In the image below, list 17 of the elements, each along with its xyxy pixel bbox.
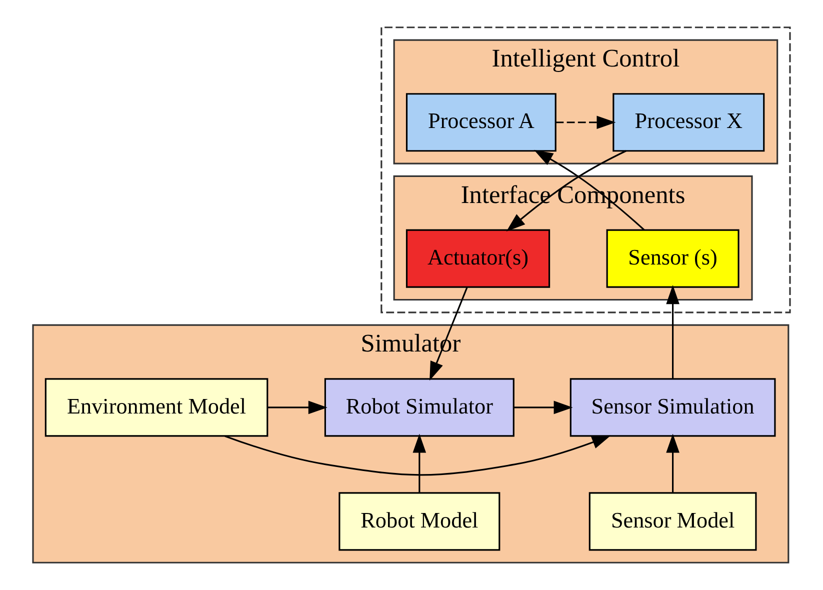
arrow bbox=[224, 435, 611, 476]
node-box: Environment Model bbox=[44, 378, 268, 437]
node-box: Robot Simulator bbox=[324, 378, 514, 437]
arrow bbox=[666, 434, 680, 492]
node-box: Robot Model bbox=[338, 492, 500, 551]
arrow bbox=[514, 400, 573, 414]
cluster bbox=[380, 26, 791, 314]
arrow bbox=[556, 116, 616, 130]
node-box: Sensor Simulation bbox=[570, 378, 776, 437]
node-box: Actuator(s) bbox=[406, 229, 550, 288]
arrow bbox=[412, 434, 426, 492]
node-box: Processor X bbox=[612, 93, 765, 152]
node-box: Sensor Model bbox=[588, 492, 757, 551]
node-box: Processor A bbox=[406, 93, 556, 152]
arrow bbox=[267, 400, 328, 414]
arrow bbox=[666, 285, 680, 378]
node-box: Sensor (s) bbox=[606, 229, 740, 288]
